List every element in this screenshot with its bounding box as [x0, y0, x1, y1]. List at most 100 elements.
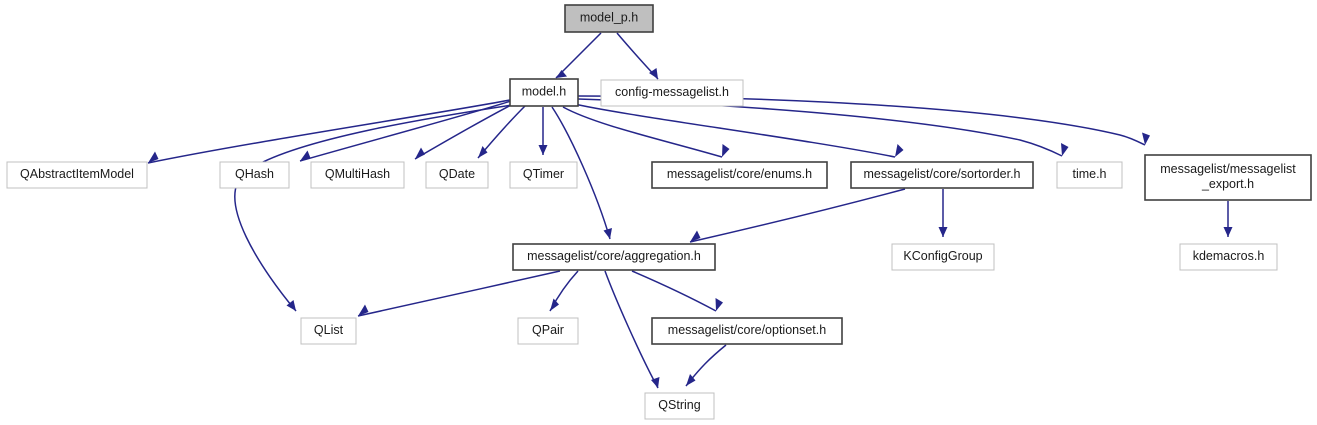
node-label: QTimer — [523, 167, 564, 181]
arrowhead-icon — [722, 144, 730, 157]
node-label: QHash — [235, 167, 274, 181]
node-optionset[interactable]: messagelist/core/optionset.h — [651, 317, 843, 345]
node-box[interactable] — [600, 79, 744, 107]
node-box[interactable] — [310, 161, 405, 189]
node-box[interactable] — [425, 161, 489, 189]
arrowhead-icon — [286, 300, 296, 311]
edge-aggregation-to-qstring — [604, 270, 660, 389]
node-kconfiggrp[interactable]: KConfigGroup — [891, 243, 995, 271]
node-aggregation[interactable]: messagelist/core/aggregation.h — [512, 243, 716, 271]
node-box[interactable] — [891, 243, 995, 271]
arrowhead-icon — [478, 146, 488, 158]
node-model_p[interactable]: model_p.h — [564, 4, 654, 33]
node-label: model.h — [522, 85, 567, 99]
arrowhead-icon — [538, 145, 548, 155]
node-box[interactable] — [219, 161, 290, 189]
node-label: config-messagelist.h — [615, 85, 729, 99]
node-box[interactable] — [6, 161, 148, 189]
arrowhead-icon — [1142, 132, 1150, 145]
node-label: messagelist/messagelist_export.h — [1160, 162, 1296, 191]
node-label: model_p.h — [580, 11, 638, 25]
node-qtimer[interactable]: QTimer — [509, 161, 578, 189]
node-box[interactable] — [512, 243, 716, 271]
node-box[interactable] — [300, 317, 357, 345]
node-kdemacros[interactable]: kdemacros.h — [1179, 243, 1278, 271]
arrowhead-icon — [415, 147, 425, 159]
node-box[interactable] — [509, 78, 579, 107]
arrowhead-icon — [651, 377, 660, 388]
node-label: QMultiHash — [325, 167, 390, 181]
edge-model-to-qhash — [299, 100, 512, 162]
edge-optionset-to-qstring — [685, 344, 727, 387]
edge-aggregation-to-qlist — [357, 270, 561, 317]
arrowhead-icon — [938, 227, 948, 237]
node-box[interactable] — [651, 317, 843, 345]
node-qlist[interactable]: QList — [300, 317, 357, 345]
node-box[interactable] — [1144, 154, 1312, 201]
node-label: messagelist/core/aggregation.h — [527, 249, 701, 263]
node-qhash[interactable]: QHash — [219, 161, 290, 189]
node-box[interactable] — [651, 161, 828, 189]
node-label: kdemacros.h — [1193, 249, 1265, 263]
arrowhead-icon — [715, 298, 723, 311]
node-label: QDate — [439, 167, 475, 181]
node-qdate[interactable]: QDate — [425, 161, 489, 189]
node-box[interactable] — [850, 161, 1034, 189]
arrowhead-icon — [1061, 143, 1069, 156]
arrowhead-icon — [300, 150, 311, 161]
edge-model-to-enums — [562, 106, 730, 158]
node-timeh[interactable]: time.h — [1056, 161, 1123, 189]
node-qstring[interactable]: QString — [644, 392, 715, 420]
node-box[interactable] — [509, 161, 578, 189]
edge-sortorder-to-aggregation — [689, 188, 906, 243]
node-label: QAbstractItemModel — [20, 167, 134, 181]
node-layer: model_p.h model.h config-messagelist.hQAbs… — [6, 4, 1312, 420]
node-qaim[interactable]: QAbstractItemModel — [6, 161, 148, 189]
edge-model-to-qdate — [477, 105, 526, 159]
node-enums[interactable]: messagelist/core/enums.h — [651, 161, 828, 189]
arrowhead-icon — [895, 144, 904, 157]
arrowhead-icon — [358, 304, 369, 316]
node-label: KConfigGroup — [903, 249, 982, 263]
edge-model-to-sortorder — [569, 102, 904, 158]
node-qmultihash[interactable]: QMultiHash — [310, 161, 405, 189]
arrowhead-icon — [603, 228, 612, 239]
arrowhead-icon — [1223, 227, 1233, 237]
arrowhead-icon — [686, 374, 696, 386]
node-box[interactable] — [564, 4, 654, 33]
node-label: messagelist/core/enums.h — [667, 167, 812, 181]
node-box[interactable] — [644, 392, 715, 420]
arrowhead-icon — [649, 68, 658, 79]
node-sortorder[interactable]: messagelist/core/sortorder.h — [850, 161, 1034, 189]
node-label: QString — [658, 398, 700, 412]
edge-model-to-timeh — [577, 98, 1069, 157]
arrowhead-icon — [550, 298, 559, 311]
edge-mlexport-to-kdemacros — [1223, 201, 1233, 237]
node-label: messagelist/core/sortorder.h — [863, 167, 1020, 181]
arrowhead-icon — [690, 230, 701, 242]
edge-model-to-qtimer — [538, 107, 548, 155]
node-box[interactable] — [1179, 243, 1278, 271]
node-model[interactable]: model.h — [509, 78, 579, 107]
edge-aggregation-to-optionset — [631, 270, 723, 312]
node-label: QList — [314, 323, 344, 337]
node-box[interactable] — [1056, 161, 1123, 189]
edge-sortorder-to-kconfiggrp — [938, 189, 948, 237]
edge-model-to-qlist — [234, 104, 513, 312]
edge-model-to-qmultihash — [414, 103, 514, 160]
arrowhead-icon — [148, 151, 159, 163]
node-box[interactable] — [517, 317, 579, 345]
edge-model_p-to-model — [555, 32, 602, 79]
node-label: time.h — [1072, 167, 1106, 181]
node-mlexport[interactable]: messagelist/messagelist_export.h — [1144, 154, 1312, 201]
edge-model-to-qaim — [147, 99, 511, 164]
edge-model_p-to-configml — [616, 32, 659, 80]
node-label: QPair — [532, 323, 564, 337]
edge-model-to-aggregation — [551, 106, 612, 240]
node-label: messagelist/core/optionset.h — [668, 323, 826, 337]
node-qpair[interactable]: QPair — [517, 317, 579, 345]
edge-aggregation-to-qpair — [549, 270, 579, 312]
node-configml[interactable]: config-messagelist.h — [600, 79, 744, 107]
